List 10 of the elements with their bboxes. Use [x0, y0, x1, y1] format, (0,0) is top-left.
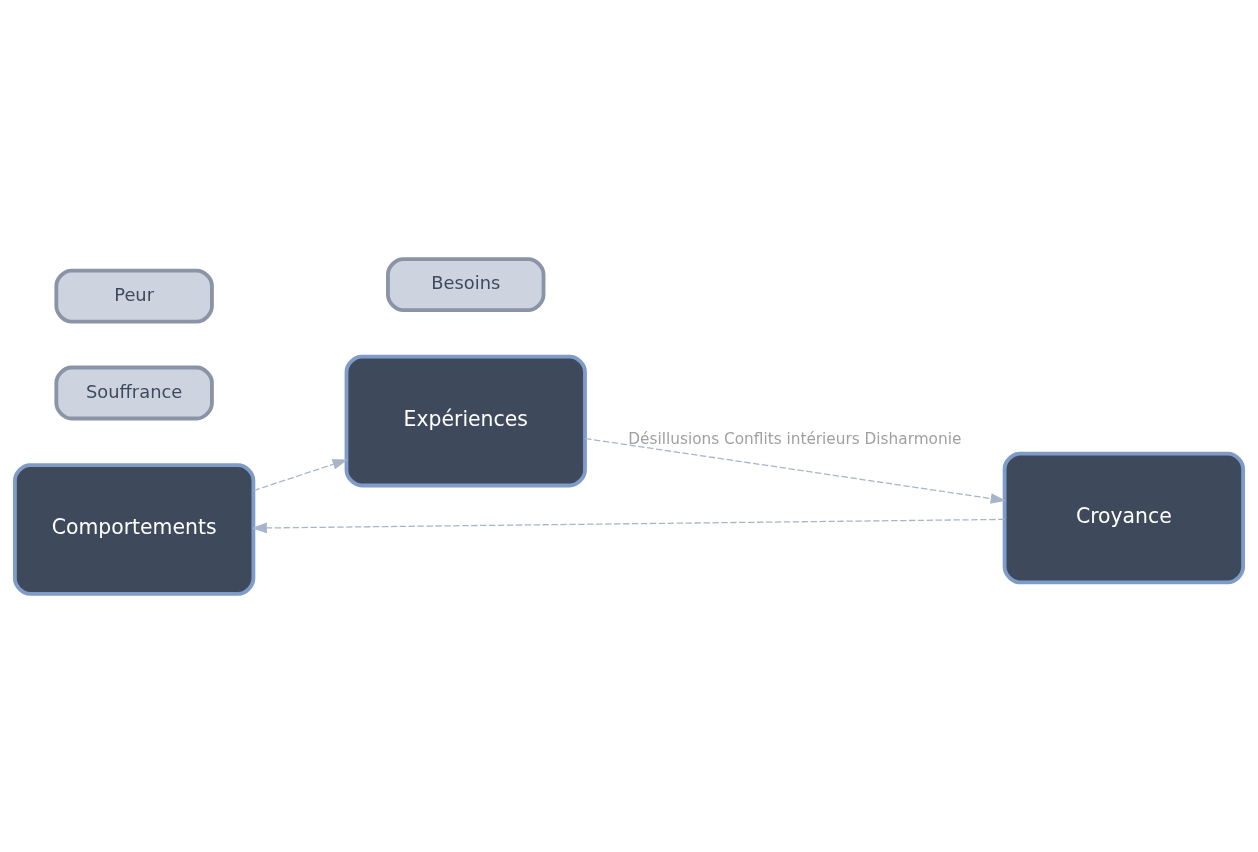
node-box: Peur	[54, 268, 214, 323]
arrow	[251, 518, 1005, 533]
node-box: Comportements	[12, 462, 256, 596]
node-box: Souffrance	[54, 365, 214, 420]
node-box: Expériences	[344, 354, 587, 487]
node-box: Besoins	[386, 256, 546, 312]
arrow	[584, 437, 1006, 504]
node-box: Croyance	[1002, 451, 1246, 584]
edge-label: Désillusions Conflits intérieurs Disharmonie	[628, 429, 962, 448]
arrow	[253, 458, 348, 491]
